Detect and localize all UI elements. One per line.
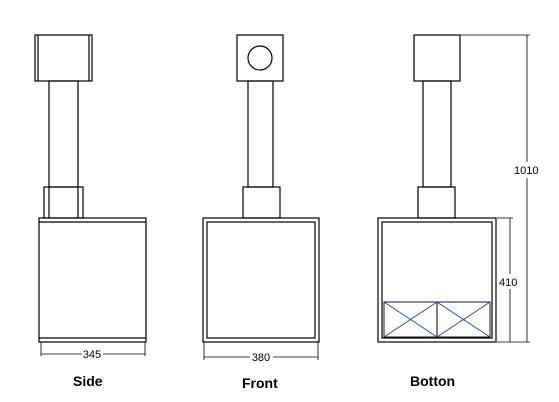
front-pole — [247, 80, 274, 188]
side-width-dimension — [40, 342, 146, 356]
front-collar — [242, 186, 281, 219]
box-height-dim-text: 410 — [499, 277, 517, 289]
side-collar — [43, 186, 84, 219]
bottom-collar — [417, 186, 456, 219]
bottom-view — [377, 34, 530, 343]
height-dimensions — [460, 34, 530, 343]
bottom-pole — [422, 80, 452, 188]
side-top-cap — [34, 34, 93, 82]
total-height-dim-text: 1010 — [514, 165, 538, 177]
bottom-top-cap — [413, 34, 461, 82]
side-view — [34, 34, 147, 356]
side-box — [38, 217, 147, 343]
front-width-dimension — [203, 342, 319, 360]
front-box — [202, 217, 320, 343]
side-view-label: Side — [73, 373, 103, 389]
bottom-box — [377, 217, 497, 343]
front-top-cap — [236, 34, 284, 82]
front-view — [202, 34, 320, 360]
side-pole — [48, 80, 79, 188]
bottom-cross-braces — [383, 301, 491, 338]
front-cap-circle — [247, 45, 273, 71]
front-view-label: Front — [242, 375, 278, 391]
bottom-view-label: Botton — [410, 373, 456, 389]
side-width-dim-text: 345 — [83, 349, 101, 361]
front-width-dim-text: 380 — [252, 352, 270, 364]
